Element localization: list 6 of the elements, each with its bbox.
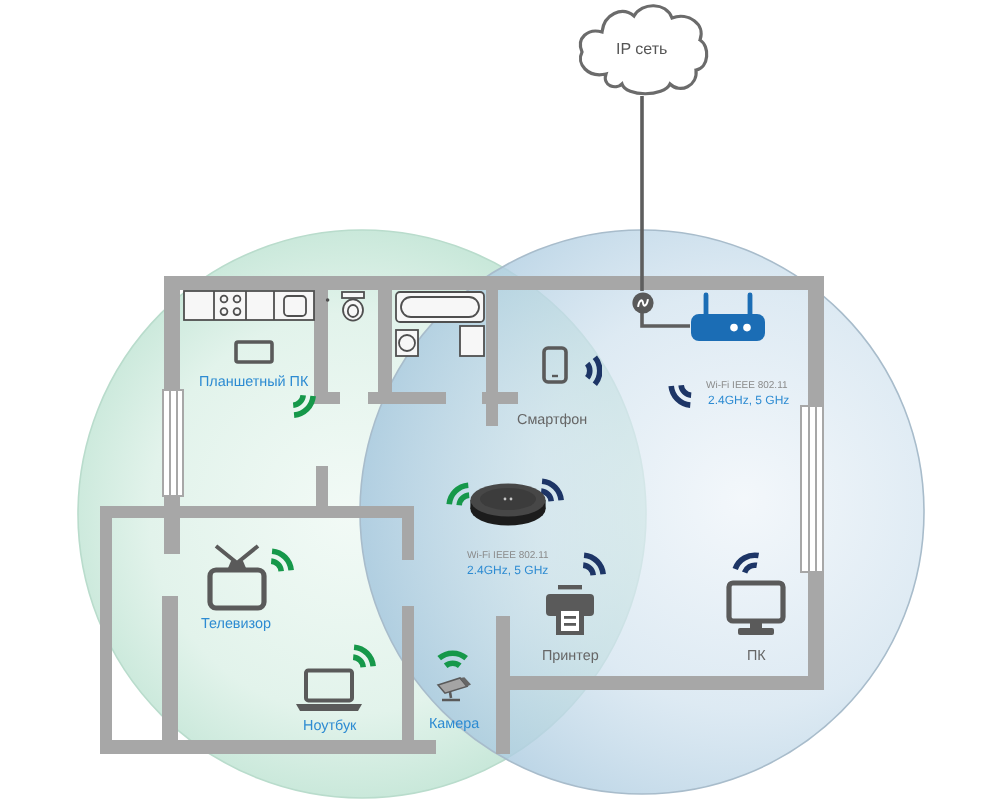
router-icon bbox=[690, 292, 766, 342]
repeater-icon bbox=[470, 482, 546, 526]
connector-line bbox=[640, 313, 690, 328]
network-socket-icon bbox=[631, 291, 653, 313]
cloud-label: IP сеть bbox=[616, 40, 668, 59]
connector-line bbox=[640, 96, 644, 291]
